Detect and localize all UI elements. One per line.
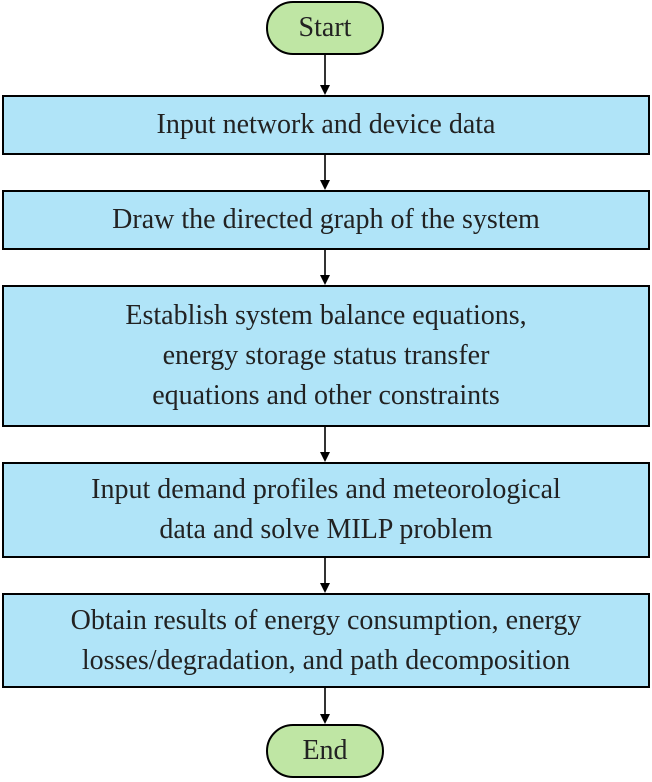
process-step-2: Draw the directed graph of the system — [2, 190, 650, 250]
end-terminal: End — [266, 724, 384, 778]
arrow-step-4-to-step-5 — [316, 558, 334, 593]
arrow-step-1-to-step-2 — [316, 155, 334, 190]
arrow-step-2-to-step-3 — [316, 250, 334, 285]
step-4-line-2: data and solve MILP problem — [159, 514, 493, 545]
start-terminal: Start — [266, 1, 384, 55]
step-3-line-3: equations and other constraints — [152, 380, 500, 411]
arrow-step-5-to-end — [316, 688, 334, 724]
step-2-line-1: Draw the directed graph of the system — [112, 204, 540, 235]
process-step-5: Obtain results of energy consumption, en… — [2, 593, 650, 688]
start-label: Start — [298, 12, 352, 43]
arrow-start-to-step-1 — [316, 55, 334, 95]
end-label: End — [302, 735, 348, 766]
process-step-4: Input demand profiles and meteorological… — [2, 462, 650, 558]
step-5-line-1: Obtain results of energy consumption, en… — [70, 604, 582, 636]
step-3-line-1: Establish system balance equations, — [125, 300, 527, 331]
step-4-line-1: Input demand profiles and meteorological — [91, 474, 561, 505]
step-3-line-2: energy storage status transfer — [162, 340, 490, 371]
process-step-1: Input network and device data — [2, 95, 650, 155]
step-1-line-1: Input network and device data — [156, 109, 496, 140]
process-step-3: Establish system balance equations, ener… — [2, 285, 650, 427]
arrow-step-3-to-step-4 — [316, 427, 334, 462]
step-5-line-2: losses/degradation, and path decompositi… — [81, 644, 571, 676]
